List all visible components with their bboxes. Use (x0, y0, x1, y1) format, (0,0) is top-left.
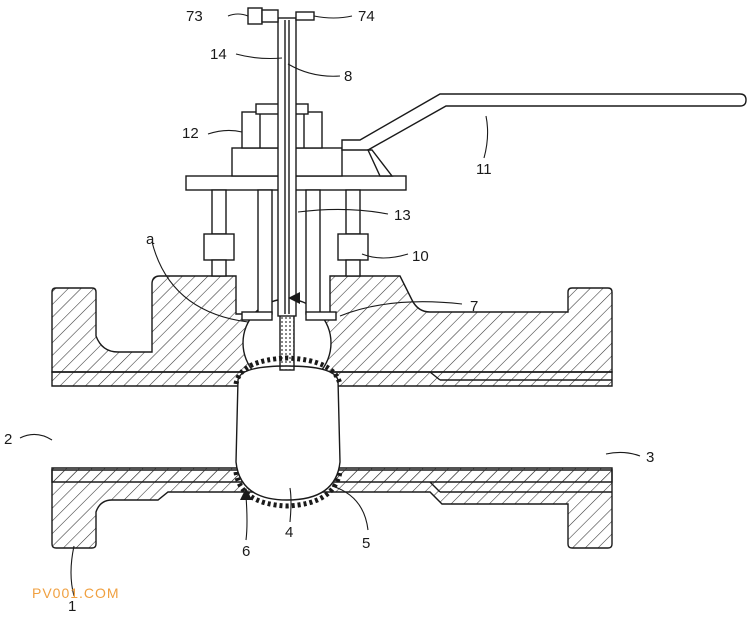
label-12: 12 (182, 125, 199, 142)
label-7: 7 (470, 298, 478, 315)
label-4: 4 (285, 524, 293, 541)
upper-seat-ring (233, 355, 343, 385)
label-1: 1 (68, 598, 76, 615)
label-11: 11 (476, 161, 492, 178)
watermark: PV001.COM (32, 585, 120, 601)
label-73: 73 (186, 8, 203, 25)
ball-core (233, 298, 343, 509)
part-labels: 73 74 14 8 12 11 13 10 a 7 2 3 4 5 6 1 (4, 8, 654, 615)
label-74: 74 (358, 8, 375, 25)
bonnet-assembly (185, 103, 407, 321)
arrow-7 (288, 292, 300, 304)
label-6: 6 (242, 543, 250, 560)
label-5: 5 (362, 535, 370, 552)
upper-body-wall (51, 275, 613, 373)
handle-lever (341, 93, 747, 177)
left-bolt (211, 189, 227, 235)
outlet-tube (295, 11, 315, 21)
arrow-6 (240, 488, 252, 500)
label-13: 13 (394, 207, 411, 224)
stem-housing-right (305, 189, 321, 315)
label-14: 14 (210, 46, 227, 63)
lower-seat-ring (233, 471, 343, 509)
main-ball (235, 365, 341, 501)
label-8: 8 (344, 68, 352, 85)
label-3: 3 (646, 449, 654, 466)
label-a: a (146, 231, 155, 248)
label-10: 10 (412, 248, 429, 265)
stem-bore (279, 313, 295, 371)
right-bolt (345, 189, 361, 235)
lower-body-wall (51, 469, 613, 549)
stem-housing-left (257, 189, 273, 315)
right-nut (337, 233, 369, 261)
top-fitting (247, 7, 263, 25)
leader-lines (19, 13, 641, 597)
label-2: 2 (4, 431, 12, 448)
stem-tube-outer (277, 17, 297, 317)
left-nut (203, 233, 235, 261)
stem (247, 7, 315, 317)
